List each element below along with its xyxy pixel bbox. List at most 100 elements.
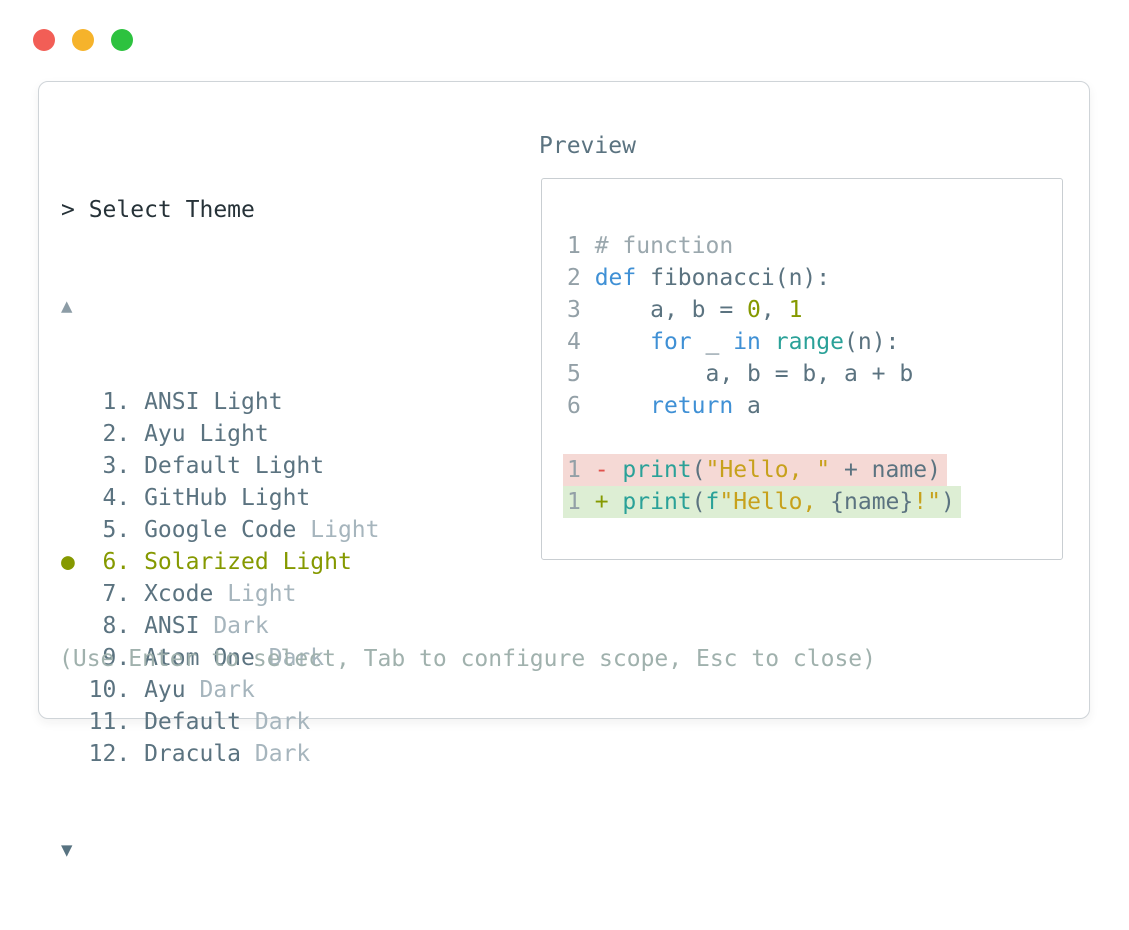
theme-option-6[interactable]: ●6. Solarized Light bbox=[61, 546, 380, 578]
theme-option-7[interactable]: 7. Xcode Light bbox=[61, 578, 380, 610]
theme-option-name: Default bbox=[144, 453, 242, 479]
theme-option-dot: . bbox=[116, 677, 145, 703]
code-token: ( bbox=[691, 457, 706, 483]
code-token: a, b = bbox=[594, 297, 748, 323]
marker-spacer bbox=[61, 450, 75, 482]
theme-option-name: Default bbox=[144, 709, 242, 735]
theme-option-name: ANSI bbox=[144, 613, 200, 639]
theme-option-8[interactable]: 8. ANSI Dark bbox=[61, 610, 380, 642]
theme-option-number: 2 bbox=[102, 421, 117, 447]
theme-option-number: 6 bbox=[102, 549, 117, 575]
theme-option-name: Atom One bbox=[144, 645, 255, 671]
code-line: 5 a, b = b, a + b bbox=[567, 358, 961, 390]
theme-option-number: 5 bbox=[102, 517, 117, 543]
prompt-title: > Select Theme bbox=[61, 197, 255, 223]
theme-option-5[interactable]: 5. Google Code Light bbox=[61, 514, 380, 546]
zoom-button-icon[interactable] bbox=[111, 29, 133, 51]
code-line: 4 for _ in range(n): bbox=[567, 326, 961, 358]
code-token: ) bbox=[940, 489, 955, 515]
theme-option-dot: . bbox=[116, 485, 145, 511]
code-token: !" bbox=[913, 489, 941, 515]
line-number: 4 bbox=[567, 329, 595, 355]
line-number: 5 bbox=[567, 361, 595, 387]
code-token: range bbox=[774, 329, 844, 355]
theme-picker-panel: > Select Theme ▲ 1. ANSI Light 2. Ayu Li… bbox=[38, 81, 1090, 861]
line-number: 1 bbox=[567, 233, 595, 259]
line-number: 2 bbox=[567, 265, 595, 291]
diff-line-highlight: 1 - print("Hello, " + name) bbox=[563, 454, 947, 486]
diff-line-highlight: 1 + print(f"Hello, {name}!") bbox=[563, 486, 961, 518]
theme-option-variant: Dark bbox=[213, 613, 269, 639]
theme-option-variant: Light bbox=[241, 485, 311, 511]
theme-option-variant: Light bbox=[227, 581, 297, 607]
help-hint: (Use Enter to select, Tab to configure s… bbox=[59, 646, 876, 672]
code-token: + bbox=[594, 489, 623, 515]
code-token: a bbox=[733, 393, 761, 419]
theme-option-3[interactable]: 3. Default Light bbox=[61, 450, 380, 482]
theme-option-dot: . bbox=[116, 549, 145, 575]
theme-option-number: 1 bbox=[102, 389, 117, 415]
line-number: 1 bbox=[567, 457, 595, 483]
theme-option-name: Ayu bbox=[144, 677, 186, 703]
line-number: 1 bbox=[567, 489, 595, 515]
theme-option-12[interactable]: 12. Dracula Dark bbox=[61, 738, 380, 770]
theme-option-number: 12 bbox=[88, 741, 117, 767]
code-token: for bbox=[650, 329, 692, 355]
theme-option-10[interactable]: 10. Ayu Dark bbox=[61, 674, 380, 706]
code-token: return bbox=[650, 393, 734, 419]
scroll-down-icon[interactable]: ▼ bbox=[61, 839, 73, 861]
theme-option-11[interactable]: 11. Default Dark bbox=[61, 706, 380, 738]
code-token: 1 bbox=[788, 297, 803, 323]
theme-option-dot: . bbox=[116, 645, 145, 671]
theme-option-number: 7 bbox=[102, 581, 117, 607]
marker-spacer bbox=[61, 610, 75, 642]
theme-picker-column: > Select Theme ▲ 1. ANSI Light 2. Ayu Li… bbox=[61, 130, 380, 930]
code-token: "Hello, " bbox=[705, 457, 831, 483]
theme-option-name: Google Code bbox=[144, 517, 297, 543]
code-line: 3 a, b = 0, 1 bbox=[567, 294, 961, 326]
theme-option-number: 3 bbox=[102, 453, 117, 479]
code-line: 2 def fibonacci(n): bbox=[567, 262, 961, 294]
theme-option-variant: Light bbox=[254, 453, 325, 479]
code-token: 0 bbox=[747, 297, 761, 323]
theme-option-variant: Light bbox=[199, 421, 269, 447]
code-token: in bbox=[733, 329, 761, 355]
close-button-icon[interactable] bbox=[33, 29, 55, 51]
scroll-up-icon[interactable]: ▲ bbox=[61, 295, 73, 317]
theme-option-number: 4 bbox=[102, 485, 117, 511]
code-token: - bbox=[594, 457, 623, 483]
theme-option-1[interactable]: 1. ANSI Light bbox=[61, 386, 380, 418]
theme-option-name: Dracula bbox=[144, 741, 242, 767]
theme-option-name: Xcode bbox=[144, 581, 214, 607]
theme-option-number: 8 bbox=[102, 613, 117, 639]
code-token: , bbox=[760, 297, 789, 323]
theme-option-variant: Light bbox=[282, 549, 352, 575]
code-token: "Hello, bbox=[719, 489, 831, 515]
marker-spacer bbox=[61, 482, 75, 514]
minimize-button-icon[interactable] bbox=[72, 29, 94, 51]
theme-option-dot: . bbox=[116, 453, 145, 479]
theme-option-dot: . bbox=[116, 389, 145, 415]
marker-spacer bbox=[61, 578, 75, 610]
code-token bbox=[595, 329, 650, 355]
theme-option-number: 11 bbox=[88, 709, 117, 735]
code-line: 6 return a bbox=[567, 390, 961, 422]
theme-option-dot: . bbox=[116, 421, 145, 447]
window-controls bbox=[33, 29, 133, 51]
code-token: _ bbox=[691, 329, 734, 355]
theme-option-dot: . bbox=[116, 581, 145, 607]
marker-spacer bbox=[61, 674, 75, 706]
theme-option-2[interactable]: 2. Ayu Light bbox=[61, 418, 380, 450]
code-token bbox=[595, 393, 650, 419]
marker-spacer bbox=[61, 386, 75, 418]
theme-option-4[interactable]: 4. GitHub Light bbox=[61, 482, 380, 514]
theme-option-variant: Dark bbox=[199, 677, 255, 703]
theme-option-dot: . bbox=[116, 741, 145, 767]
theme-list: 1. ANSI Light 2. Ayu Light 3. Default Li… bbox=[61, 386, 380, 770]
code-token: {name} bbox=[830, 489, 914, 515]
blank-line bbox=[567, 422, 961, 454]
theme-option-9[interactable]: 9. Atom One Dark bbox=[61, 642, 380, 674]
theme-option-variant: Dark bbox=[268, 645, 325, 671]
code-token: fibonacci(n): bbox=[636, 265, 831, 291]
marker-spacer bbox=[61, 514, 75, 546]
